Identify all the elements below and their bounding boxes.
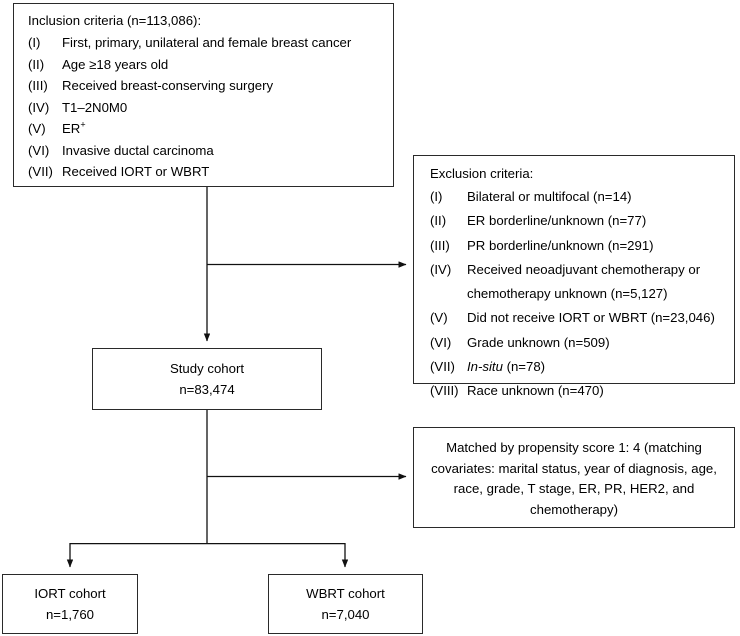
item-text: PR borderline/unknown (n=291) (467, 237, 654, 253)
item-numeral: (II) (430, 213, 447, 229)
item-numeral: (VII) (430, 359, 455, 375)
item-numeral: (VI) (28, 142, 50, 158)
item-text: Did not receive IORT or WBRT (n=23,046) (467, 310, 715, 326)
item-numeral: (VII) (28, 164, 53, 179)
item-text: Age ≥18 years old (62, 56, 169, 72)
list-item: (I) Bilateral or multifocal (n=14) (430, 185, 728, 209)
wbrt-cohort-count: n=7,040 (321, 607, 370, 622)
study-cohort-label: Study cohort (169, 361, 245, 376)
item-numeral: (I) (430, 189, 443, 204)
propensity-matching-text: Matched by propensity score 1: 4 (matchi… (431, 440, 717, 517)
iort-cohort-box: IORT cohort n=1,760 (2, 574, 138, 634)
item-numeral: (VIII) (430, 383, 459, 399)
list-item: (III) PR borderline/unknown (n=291) (430, 234, 728, 258)
inclusion-criteria-title: Inclusion criteria (n=113,086): (28, 13, 202, 28)
item-numeral: (III) (430, 237, 450, 253)
study-cohort-box: Study cohort n=83,474 (92, 348, 322, 410)
item-numeral: (I) (28, 35, 41, 50)
list-item: (II) ER borderline/unknown (n=77) (430, 209, 728, 233)
item-text: T1–2N0M0 (62, 99, 128, 115)
inclusion-criteria-box: Inclusion criteria (n=113,086): (I) Firs… (13, 3, 394, 187)
wbrt-cohort-box: WBRT cohort n=7,040 (268, 574, 423, 634)
list-item: (VII) Received IORT or WBRT (28, 161, 385, 183)
connector-split-bar (66, 542, 349, 568)
item-text: ER borderline/unknown (n=77) (467, 213, 647, 229)
list-item: (II) Age ≥18 years old (28, 54, 385, 76)
list-item: (VII) In-situ (n=78) (430, 355, 728, 379)
item-text: Bilateral or multifocal (n=14) (467, 189, 632, 204)
iort-cohort-content: IORT cohort n=1,760 (3, 575, 137, 633)
inclusion-criteria-list: (I) First, primary, unilateral and femal… (28, 32, 385, 183)
propensity-matching-box: Matched by propensity score 1: 4 (matchi… (413, 427, 735, 528)
wbrt-cohort-label: WBRT cohort (306, 586, 385, 601)
exclusion-criteria-list: (I) Bilateral or multifocal (n=14) (II) … (430, 185, 728, 404)
iort-cohort-label: IORT cohort (34, 586, 106, 601)
exclusion-criteria-title: Exclusion criteria: (430, 166, 534, 181)
exclusion-criteria-box: Exclusion criteria: (I) Bilateral or mul… (413, 155, 735, 398)
list-item: (V) Did not receive IORT or WBRT (n=23,0… (430, 306, 728, 330)
wbrt-cohort-content: WBRT cohort n=7,040 (269, 575, 422, 633)
list-item: (III) Received breast-conserving surgery (28, 75, 385, 97)
item-text: Race unknown (n=470) (467, 383, 604, 399)
list-item: (VIII) Race unknown (n=470) (430, 379, 728, 403)
item-text: In-situ (n=78) (467, 359, 546, 375)
item-numeral: (IV) (28, 99, 50, 115)
item-numeral: (V) (28, 121, 46, 136)
item-text: Received breast-conserving surgery (62, 78, 274, 93)
item-text: ER+ (62, 119, 86, 136)
item-numeral: (IV) (430, 261, 452, 277)
item-text: First, primary, unilateral and female br… (62, 35, 352, 50)
list-item: (IV) T1–2N0M0 (28, 97, 385, 119)
list-item: (IV) Received neoadjuvant chemotherapy o… (430, 258, 728, 307)
iort-cohort-count: n=1,760 (45, 607, 95, 622)
item-text: Grade unknown (n=509) (467, 334, 610, 350)
study-cohort-count: n=83,474 (179, 382, 235, 397)
list-item: (VI) Grade unknown (n=509) (430, 331, 728, 355)
list-item: (VI) Invasive ductal carcinoma (28, 140, 385, 162)
item-numeral: (VI) (430, 334, 452, 350)
item-text: Received IORT or WBRT (62, 164, 210, 179)
item-text: Invasive ductal carcinoma (62, 142, 214, 158)
study-cohort-content: Study cohort n=83,474 (93, 349, 321, 409)
item-numeral: (II) (28, 56, 45, 72)
item-numeral: (III) (28, 78, 48, 93)
item-text: Received neoadjuvant chemotherapy or che… (467, 261, 701, 302)
item-numeral: (V) (430, 310, 448, 326)
list-item: (I) First, primary, unilateral and femal… (28, 32, 385, 54)
list-item: (V) ER+ (28, 118, 385, 140)
